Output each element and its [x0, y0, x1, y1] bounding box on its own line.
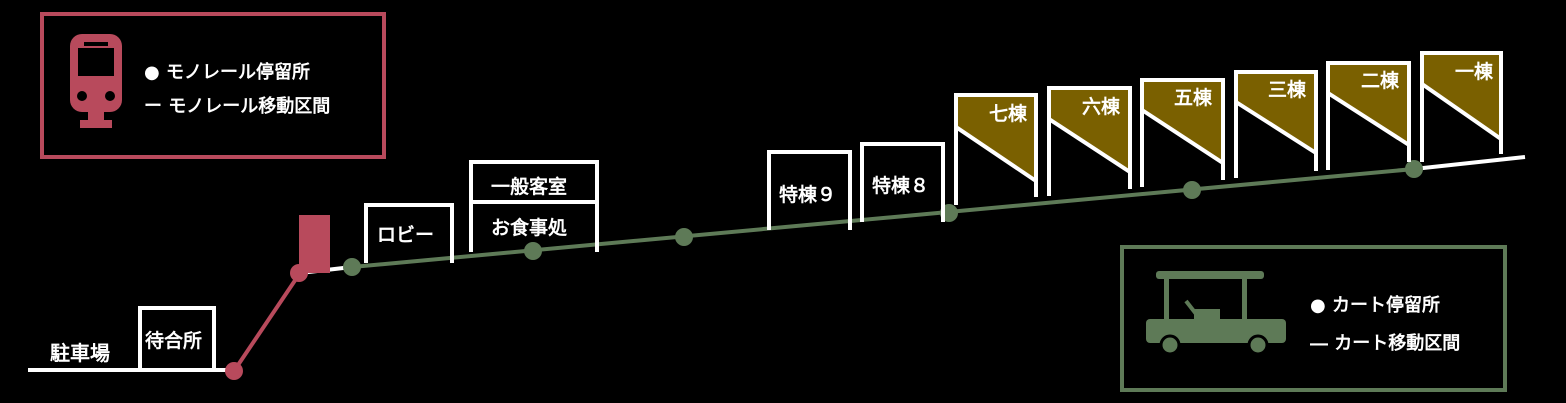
monorail-station — [299, 215, 330, 273]
monorail-legend: ● モノレール停留所 ー モノレール移動区間 — [40, 12, 386, 159]
building-5-label: 五棟 — [1174, 87, 1213, 109]
monorail-train-icon — [70, 34, 122, 128]
cart-stop — [343, 258, 361, 276]
monorail-stop — [225, 362, 243, 380]
parking-label: 駐車場 — [50, 341, 110, 365]
monorail-route-line — [232, 271, 302, 373]
monorail-stop-legend: ● モノレール停留所 — [144, 62, 310, 83]
waiting-room-building — [138, 306, 216, 372]
building-3-label: 三棟 — [1268, 79, 1307, 101]
lobby-label: ロビー — [377, 224, 435, 246]
cart-stop-legend: ● カート停留所 — [1310, 295, 1440, 316]
building-7-label: 七棟 — [989, 103, 1028, 125]
cart-stop — [1183, 181, 1201, 199]
building-1-label: 一棟 — [1455, 61, 1494, 83]
dining-building — [469, 200, 599, 252]
waiting-room-label: 待合所 — [145, 330, 203, 352]
end-line — [1413, 155, 1526, 171]
special-9-label: 特棟９ — [779, 184, 837, 206]
general-rooms-label: 一般客室 — [491, 176, 568, 198]
cart-route-legend: ― カート移動区間 — [1310, 333, 1461, 354]
building-6-label: 六棟 — [1082, 96, 1121, 118]
cart-stop — [524, 242, 542, 260]
dining-label: お食事処 — [491, 217, 568, 239]
special-8-building — [860, 142, 945, 222]
cart-stop — [1405, 160, 1423, 178]
special-9-building — [767, 150, 852, 230]
special-8-label: 特棟８ — [872, 175, 930, 197]
building-2-label: 二棟 — [1361, 70, 1400, 92]
cart-stop — [675, 228, 693, 246]
lobby-building — [364, 203, 454, 263]
monorail-route-legend: ー モノレール移動区間 — [144, 96, 331, 117]
general-rooms-building — [469, 160, 599, 204]
monorail-stop — [290, 264, 308, 282]
golf-cart-icon — [1146, 271, 1286, 356]
cart-legend: ● カート停留所 ― カート移動区間 — [1120, 245, 1507, 392]
